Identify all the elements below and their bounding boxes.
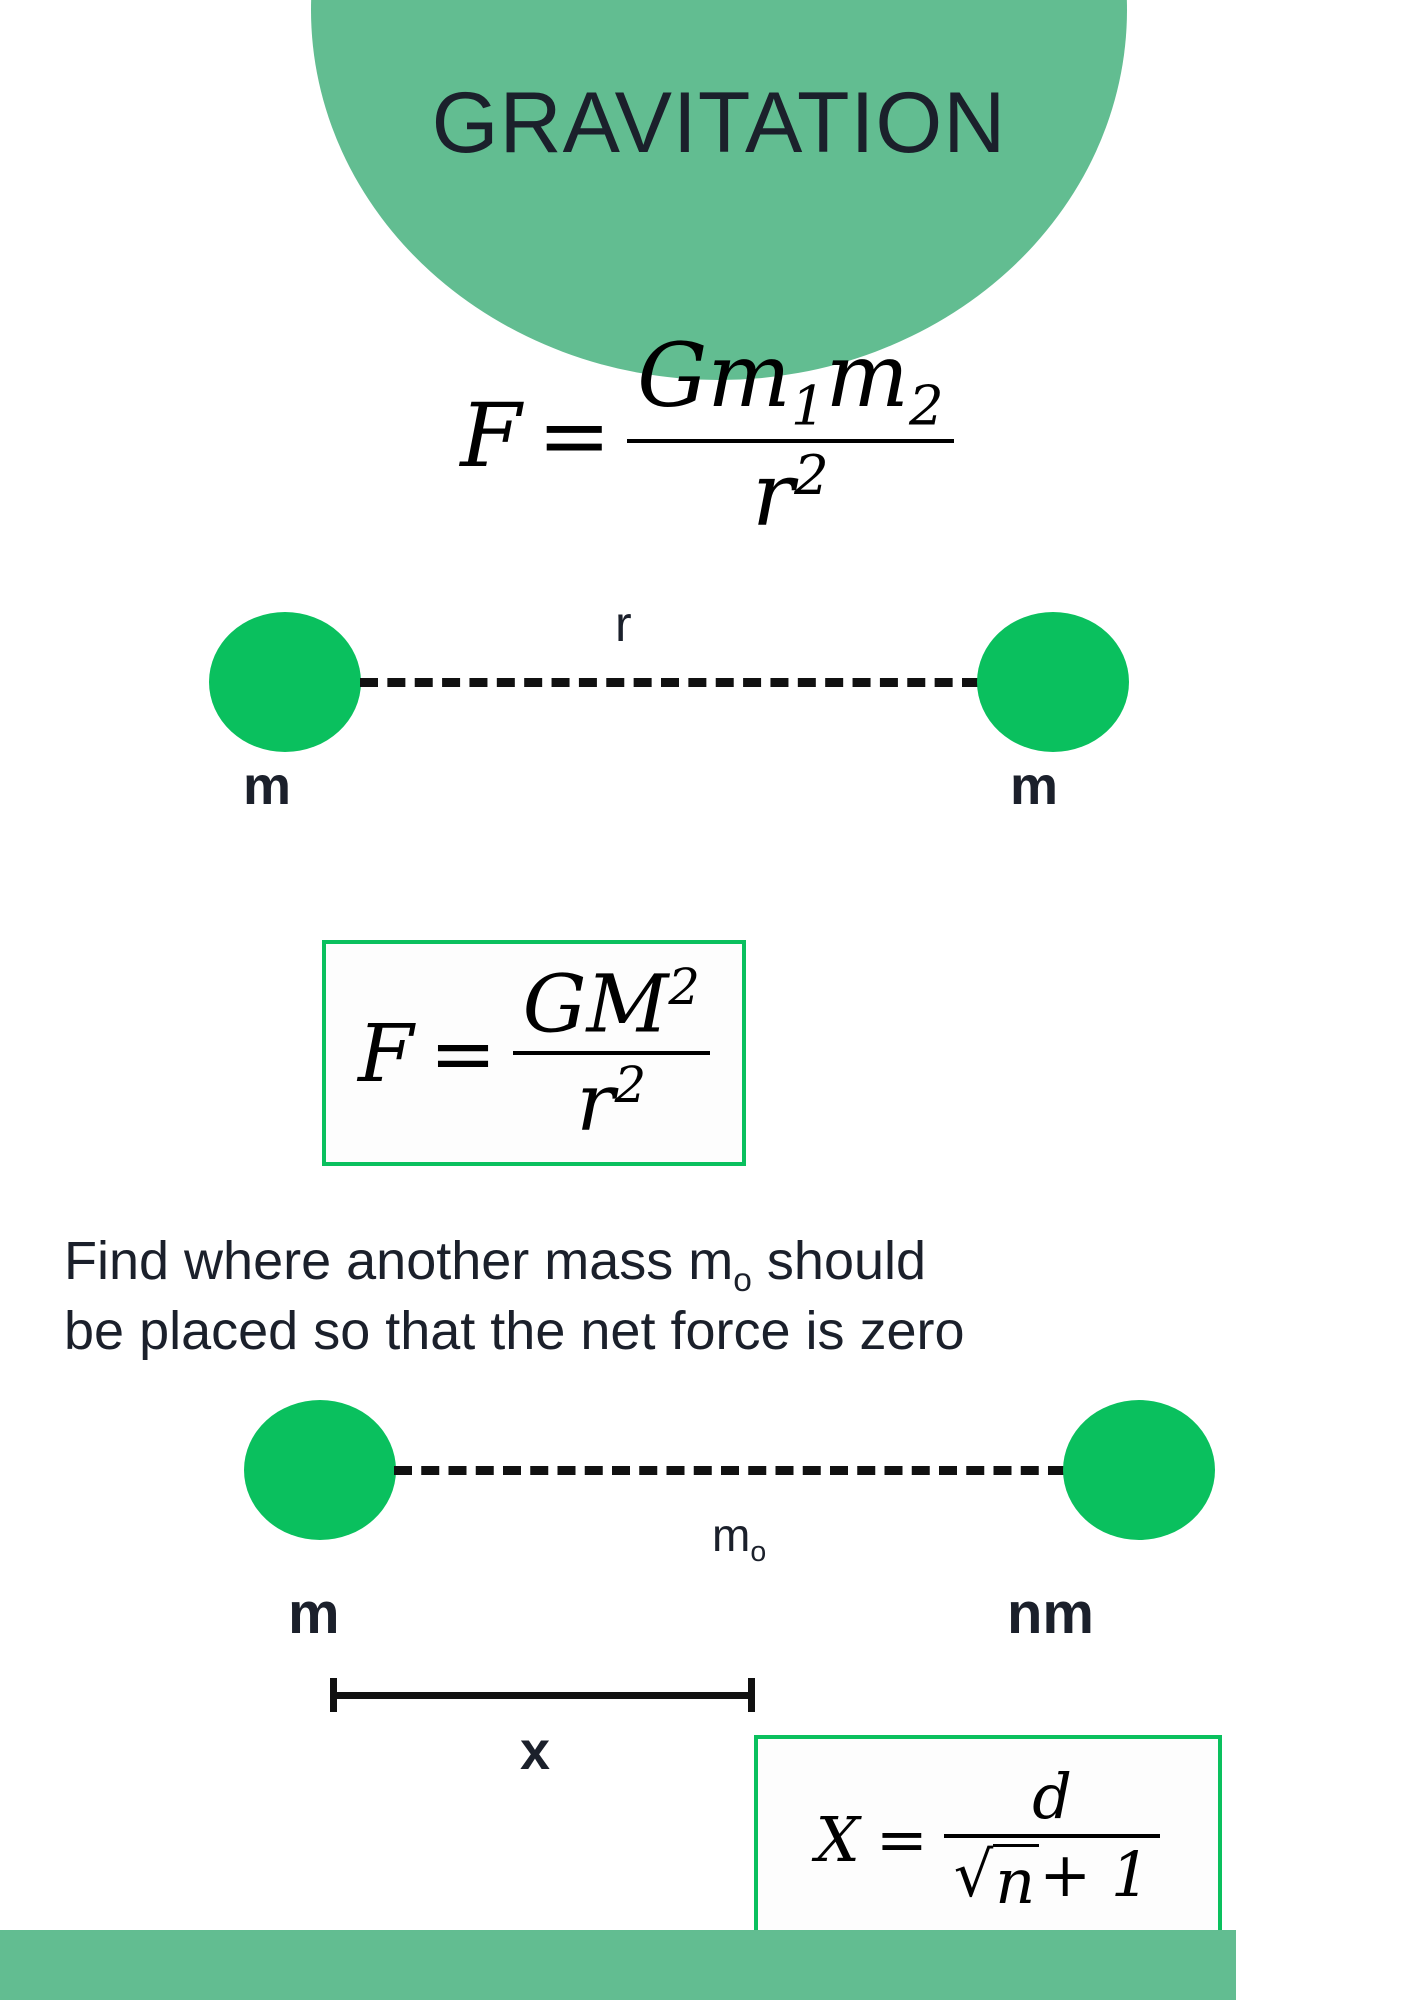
numerator-Gm: Gm	[637, 324, 791, 427]
problem-line-1a: Find where another mass m	[64, 1231, 734, 1291]
boxed-denominator: r2	[512, 1051, 710, 1145]
problem-line-2: be placed so that the net force is zero	[64, 1301, 965, 1362]
mass-label-left: m	[243, 756, 292, 816]
test-mass-label: mo	[712, 1508, 766, 1569]
separation-dashed-line	[360, 678, 980, 687]
bracket-bar	[330, 1692, 755, 1699]
boxed-position-formula: X = d √n + 1	[754, 1735, 1222, 1943]
position-denominator: √n + 1	[943, 1833, 1161, 1914]
mass-circle-left-2	[244, 1400, 396, 1540]
boxed-numerator: GM2	[513, 961, 710, 1051]
mass-label-right: m	[1010, 756, 1059, 816]
formula-denominator: r2	[627, 438, 954, 541]
denominator-r: r	[752, 442, 795, 546]
formula-fraction: Gm1m2 r2	[627, 329, 954, 541]
position-formula-lhs: X	[815, 1802, 860, 1876]
sqrt-icon: √	[953, 1837, 994, 1911]
two-mass-diagram: r m m	[0, 596, 1414, 820]
numerator-sub-2: 2	[909, 373, 944, 438]
newton-gravitation-formula: F = Gm1m2 r2	[0, 329, 1414, 541]
position-formula-fraction: d √n + 1	[943, 1760, 1161, 1914]
boxed-numerator-exp: 2	[668, 958, 700, 1017]
formula-equals: =	[537, 383, 612, 487]
position-formula-equals: =	[875, 1802, 928, 1876]
distance-bracket-x	[330, 1678, 755, 1712]
footer-bar	[0, 1930, 1236, 2000]
boxed-formula-expression: F = GM2 r2	[358, 961, 710, 1144]
formula-expression: F = Gm1m2 r2	[460, 329, 954, 541]
bracket-cap-right	[748, 1678, 755, 1712]
sqrt-radicand: n	[993, 1843, 1040, 1914]
boxed-formula-lhs: F	[358, 1006, 414, 1100]
header-ellipse-shape	[311, 0, 1127, 380]
distance-label-x: x	[520, 1721, 551, 1781]
separation-dashed-line-2	[394, 1466, 1066, 1475]
mass-circle-right	[977, 612, 1129, 752]
denominator-exp: 2	[794, 442, 829, 507]
sqrt-group: √n	[953, 1837, 1040, 1914]
mass-label-left-2: m	[288, 1581, 340, 1646]
denominator-plus-one: + 1	[1039, 1837, 1151, 1911]
mass-label-right-2: nm	[1007, 1581, 1094, 1646]
mass-circle-left	[209, 612, 361, 752]
test-mass-subscript: o	[750, 1536, 767, 1569]
numerator-sub-1: 1	[790, 373, 826, 438]
formula-numerator: Gm1m2	[627, 329, 954, 439]
position-numerator: d	[1032, 1760, 1072, 1834]
mass-circle-right-2	[1063, 1400, 1215, 1540]
boxed-denominator-exp: 2	[614, 1056, 647, 1114]
boxed-numerator-GM: GM	[522, 958, 669, 1051]
problem-subscript-o: o	[733, 1261, 752, 1299]
distance-label-r: r	[615, 596, 632, 652]
problem-statement: Find where another mass mo should be pla…	[64, 1230, 1354, 1364]
formula-lhs: F	[460, 383, 522, 487]
numerator-m: m	[825, 324, 909, 427]
boxed-denominator-r: r	[576, 1055, 615, 1149]
page-title: GRAVITATION	[431, 75, 1007, 171]
problem-line-1b: should	[751, 1231, 927, 1291]
net-force-diagram: mo m nm x	[0, 1390, 1414, 1781]
boxed-force-formula: F = GM2 r2	[322, 940, 746, 1166]
position-formula-expression: X = d √n + 1	[815, 1760, 1161, 1914]
test-mass-letter: m	[712, 1509, 751, 1561]
boxed-formula-equals: =	[429, 1006, 497, 1100]
boxed-formula-fraction: GM2 r2	[512, 961, 710, 1145]
